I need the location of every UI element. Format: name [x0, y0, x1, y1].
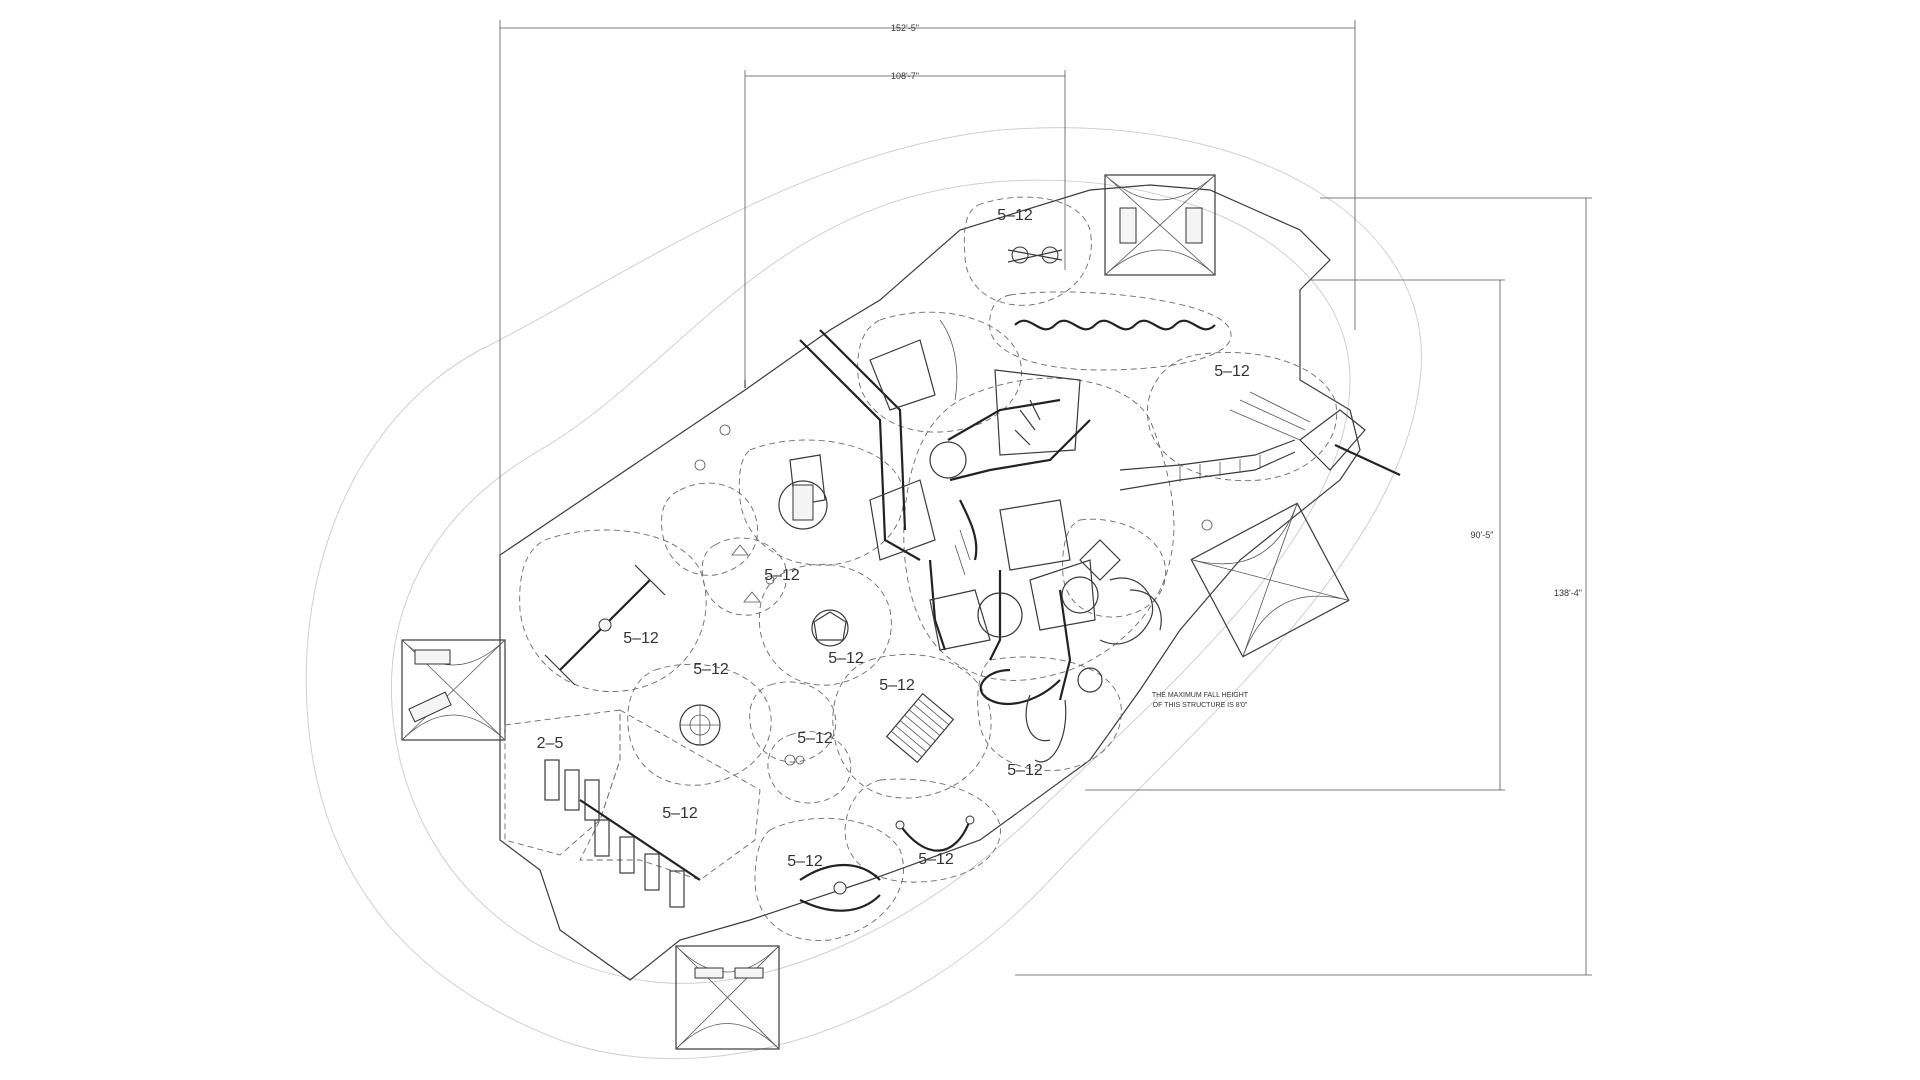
- site-contours: [305, 127, 1422, 1060]
- fall-height-note-line1: THE MAXIMUM FALL HEIGHT: [1152, 692, 1249, 699]
- dimension-lines: [499, 20, 1592, 976]
- dim-inner-height: 90'-5": [1471, 530, 1494, 540]
- merry-go-round: [679, 704, 721, 746]
- wave-climber: [1014, 319, 1216, 331]
- shade-canopy-bottom: [675, 945, 780, 1050]
- dim-inner-width: 108'-7": [891, 71, 919, 81]
- zone-label: 5–12: [828, 650, 864, 667]
- hammock: [895, 815, 975, 852]
- safety-surface-boundary: [499, 184, 1361, 981]
- zone-label: 5–12: [879, 677, 915, 694]
- main-play-structure: [778, 319, 1401, 763]
- shade-canopy-top: [1104, 174, 1216, 276]
- use-zones: [504, 196, 1338, 941]
- zone-label: 5–12: [693, 661, 729, 678]
- fall-height-note-line2: OF THIS STRUCTURE IS 8'0": [1153, 702, 1248, 709]
- zone-label: 2–5: [537, 735, 564, 752]
- small-icons: [694, 424, 1213, 766]
- big-swings: [579, 799, 701, 908]
- zone-label: 5–12: [662, 805, 698, 822]
- zone-label: 5–12: [797, 730, 833, 747]
- spring-riders: [1007, 246, 1063, 264]
- shade-canopy-right: [1190, 502, 1350, 658]
- ladder-climber: [885, 692, 955, 764]
- zone-label: 5–12: [997, 207, 1033, 224]
- zone-label: 5–12: [764, 567, 800, 584]
- toddler-swings: [544, 759, 600, 821]
- dim-overall-height: 138'-4": [1554, 588, 1582, 598]
- zone-label: 5–12: [1214, 363, 1250, 380]
- zone-label: 5–12: [918, 851, 954, 868]
- zone-label: 5–12: [787, 853, 823, 870]
- spinner-dome: [811, 609, 849, 647]
- dim-overall-width: 152'-5": [891, 23, 919, 33]
- seesaw: [544, 564, 666, 686]
- cross-spinner: [799, 863, 881, 912]
- zone-label: 5–12: [1007, 762, 1043, 779]
- zone-label: 5–12: [623, 630, 659, 647]
- shade-canopy-left: [401, 639, 506, 741]
